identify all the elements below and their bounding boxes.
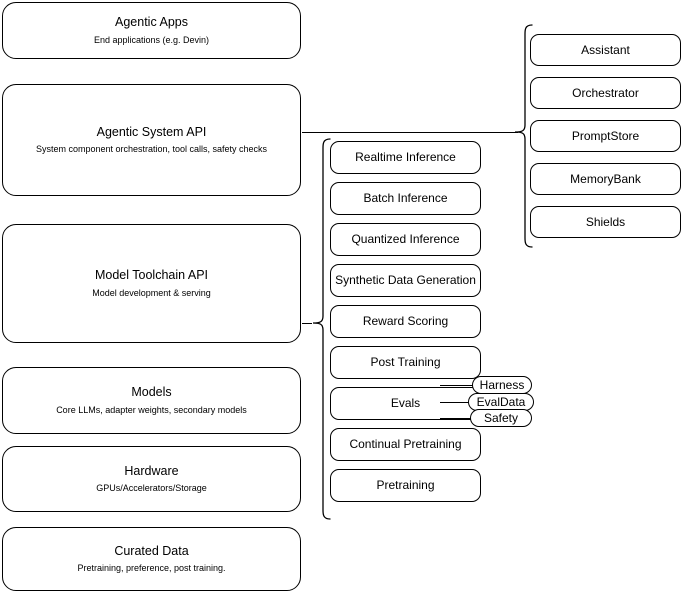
capability-label: Reward Scoring xyxy=(362,314,449,328)
capability-box-reward-scoring[interactable]: Reward Scoring xyxy=(330,305,481,338)
pill-label: Harness xyxy=(479,378,525,392)
capability-box-pretraining[interactable]: Pretraining xyxy=(330,469,481,502)
capability-box-synthetic-data-generation[interactable]: Synthetic Data Generation xyxy=(330,264,481,297)
evals-subcomponent-safety[interactable]: Safety xyxy=(470,409,532,427)
connector-evals-to-harness xyxy=(440,385,480,386)
layer-box-hardware[interactable]: Hardware GPUs/Accelerators/Storage xyxy=(2,446,301,512)
capability-box-batch-inference[interactable]: Batch Inference xyxy=(330,182,481,215)
component-box-shields[interactable]: Shields xyxy=(530,206,681,238)
capability-label: Continual Pretraining xyxy=(349,437,462,451)
curly-brace-system-components xyxy=(512,24,534,248)
layer-subtitle: GPUs/Accelerators/Storage xyxy=(96,483,207,494)
capability-label: Batch Inference xyxy=(363,191,448,205)
component-label: Assistant xyxy=(581,42,630,57)
layer-box-model-toolchain-api[interactable]: Model Toolchain API Model development & … xyxy=(2,224,301,343)
layer-subtitle: Core LLMs, adapter weights, secondary mo… xyxy=(56,404,247,415)
connector-evals-to-evaldata xyxy=(440,402,474,403)
layer-title: Agentic Apps xyxy=(115,15,188,30)
layer-subtitle: System component orchestration, tool cal… xyxy=(35,144,268,155)
pill-label: EvalData xyxy=(476,395,526,409)
capability-label: Quantized Inference xyxy=(351,232,460,246)
capability-box-quantized-inference[interactable]: Quantized Inference xyxy=(330,223,481,256)
component-box-promptstore[interactable]: PromptStore xyxy=(530,120,681,152)
component-box-memorybank[interactable]: MemoryBank xyxy=(530,163,681,195)
layer-box-agentic-apps[interactable]: Agentic Apps End applications (e.g. Devi… xyxy=(2,2,301,59)
layer-title: Agentic System API xyxy=(96,124,207,139)
layer-title: Hardware xyxy=(124,463,179,478)
component-label: MemoryBank xyxy=(570,171,641,186)
component-label: PromptStore xyxy=(571,128,640,143)
capability-box-continual-pretraining[interactable]: Continual Pretraining xyxy=(330,428,481,461)
layer-title: Curated Data xyxy=(114,543,189,558)
connector-evals-to-safety xyxy=(440,418,478,419)
capability-label: Post Training xyxy=(370,355,441,369)
component-box-orchestrator[interactable]: Orchestrator xyxy=(530,77,681,109)
evals-subcomponent-evaldata[interactable]: EvalData xyxy=(468,393,534,411)
layer-title: Model Toolchain API xyxy=(94,268,209,283)
connector-model-toolchain-api-to-capabilities xyxy=(302,323,312,324)
capability-box-evals[interactable]: Evals xyxy=(330,387,481,420)
capability-label: Evals xyxy=(390,396,421,410)
component-box-assistant[interactable]: Assistant xyxy=(530,34,681,66)
layer-box-curated-data[interactable]: Curated Data Pretraining, preference, po… xyxy=(2,527,301,591)
capability-label: Realtime Inference xyxy=(355,150,456,164)
layer-box-agentic-system-api[interactable]: Agentic System API System component orch… xyxy=(2,84,301,196)
component-label: Orchestrator xyxy=(572,85,639,100)
capability-label: Pretraining xyxy=(376,478,435,492)
pill-label: Safety xyxy=(483,411,519,425)
layer-subtitle: End applications (e.g. Devin) xyxy=(93,34,210,45)
component-label: Shields xyxy=(585,214,626,229)
layer-title: Models xyxy=(131,385,172,400)
capability-label: Synthetic Data Generation xyxy=(335,273,476,287)
capability-box-realtime-inference[interactable]: Realtime Inference xyxy=(330,141,481,174)
connector-agentic-system-api-to-components xyxy=(302,132,518,133)
capability-box-post-training[interactable]: Post Training xyxy=(330,346,481,379)
layer-box-models[interactable]: Models Core LLMs, adapter weights, secon… xyxy=(2,367,301,434)
curly-brace-capabilities xyxy=(310,138,332,520)
layer-subtitle: Model development & serving xyxy=(92,287,211,298)
evals-subcomponent-harness[interactable]: Harness xyxy=(472,376,532,394)
layer-subtitle: Pretraining, preference, post training. xyxy=(77,563,226,574)
